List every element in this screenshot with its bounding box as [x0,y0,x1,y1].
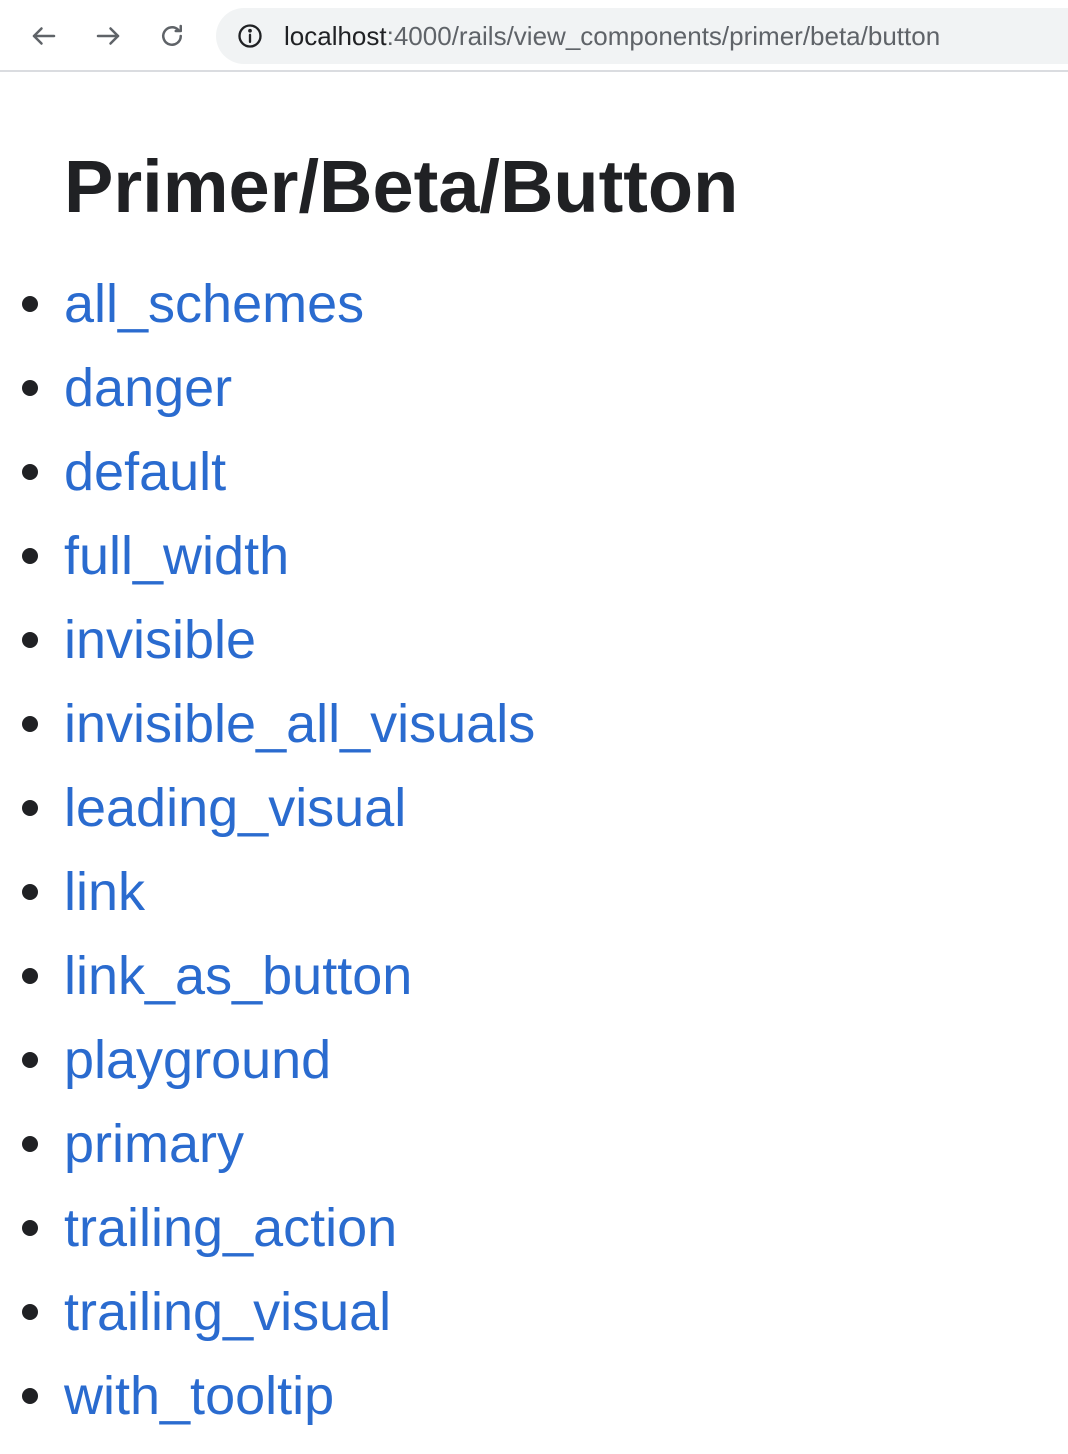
bullet-icon [22,632,38,648]
list-item: primary [0,1102,535,1186]
page-title: Primer/Beta/Button [64,145,739,228]
bullet-icon [22,1304,38,1320]
address-bar[interactable]: localhost:4000/rails/view_components/pri… [216,8,1068,64]
list-item: link [0,850,535,934]
example-link-invisible[interactable]: invisible [64,610,257,670]
list-item: default [0,430,535,514]
example-link-invisible-all-visuals[interactable]: invisible_all_visuals [64,694,536,754]
bullet-icon [22,296,38,312]
example-list: all_schemes danger default full_width in… [0,262,535,1438]
bullet-icon [22,884,38,900]
bullet-icon [22,1136,38,1152]
bullet-icon [22,716,38,732]
bullet-icon [22,1052,38,1068]
list-item: invisible [0,598,535,682]
example-link-trailing-action[interactable]: trailing_action [64,1198,398,1258]
list-item: playground [0,1018,535,1102]
example-link-leading-visual[interactable]: leading_visual [64,778,407,838]
list-item: invisible_all_visuals [0,682,535,766]
list-item: full_width [0,514,535,598]
example-link-trailing-visual[interactable]: trailing_visual [64,1282,392,1342]
reload-button[interactable] [152,16,192,56]
bullet-icon [22,968,38,984]
example-link-with-tooltip[interactable]: with_tooltip [64,1366,335,1426]
browser-toolbar: localhost:4000/rails/view_components/pri… [0,0,1068,72]
reload-icon [162,24,182,46]
bullet-icon [22,464,38,480]
url-path: :4000/rails/view_components/primer/beta/… [386,21,941,51]
url-host: localhost [284,21,387,51]
list-item: trailing_action [0,1186,535,1270]
back-button[interactable] [24,16,64,56]
list-item: link_as_button [0,934,535,1018]
info-circle-icon[interactable] [236,22,264,50]
example-link-primary[interactable]: primary [64,1114,245,1174]
example-link-all-schemes[interactable]: all_schemes [64,274,365,334]
example-link-link-as-button[interactable]: link_as_button [64,946,413,1006]
example-link-default[interactable]: default [64,442,227,502]
example-link-full-width[interactable]: full_width [64,526,290,586]
list-item: all_schemes [0,262,535,346]
bullet-icon [22,800,38,816]
url-text[interactable]: localhost:4000/rails/view_components/pri… [284,8,940,64]
list-item: leading_visual [0,766,535,850]
bullet-icon [22,1388,38,1404]
example-link-link[interactable]: link [64,862,146,922]
example-link-danger[interactable]: danger [64,358,233,418]
bullet-icon [22,548,38,564]
list-item: with_tooltip [0,1354,535,1438]
bullet-icon [22,1220,38,1236]
bullet-icon [22,380,38,396]
forward-button[interactable] [88,16,128,56]
list-item: danger [0,346,535,430]
list-item: trailing_visual [0,1270,535,1354]
example-link-playground[interactable]: playground [64,1030,332,1090]
arrow-right-icon [96,27,120,45]
arrow-left-icon [32,27,56,45]
